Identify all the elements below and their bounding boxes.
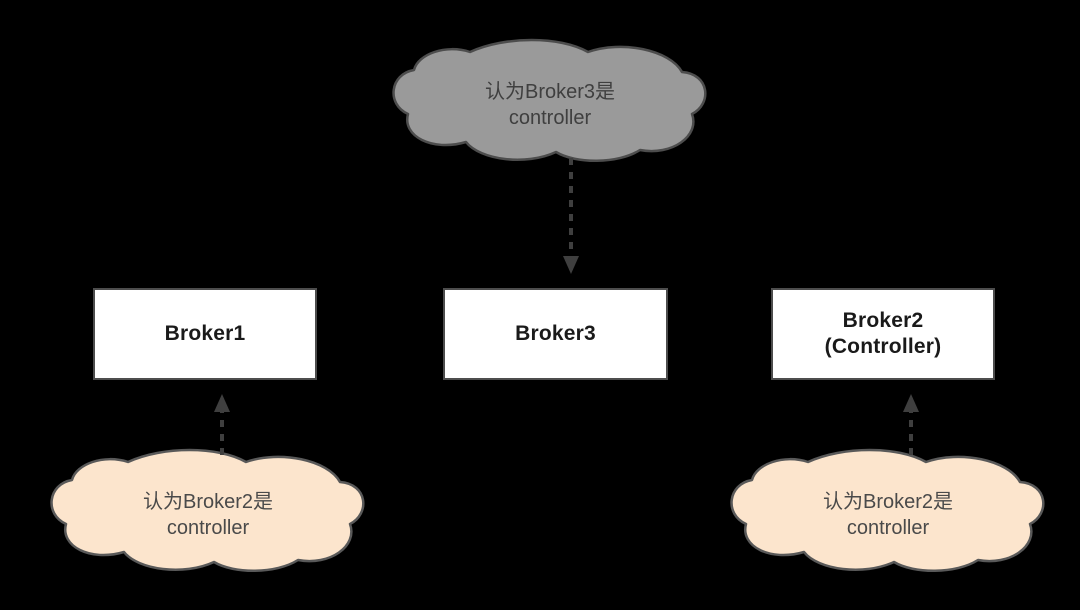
broker2-role-label: (Controller)	[824, 335, 942, 358]
broker2-box[interactable]: Broker2 (Controller)	[771, 288, 995, 380]
cloud-believes-broker2-right-shape	[730, 448, 1045, 572]
cloud-believes-broker3-shape	[392, 38, 707, 162]
broker2-label: Broker2	[842, 308, 924, 332]
dashed-arrow-down-to-broker3	[563, 158, 579, 274]
dashed-arrow-up-to-broker2	[903, 394, 919, 455]
broker3-box[interactable]: Broker3	[443, 288, 668, 380]
cloud-believes-broker2-left-shape	[50, 448, 365, 572]
broker1-box[interactable]: Broker1	[93, 288, 317, 380]
broker1-label: Broker1	[164, 321, 246, 345]
dashed-arrow-up-to-broker1	[214, 394, 230, 455]
broker3-label: Broker3	[515, 321, 596, 345]
